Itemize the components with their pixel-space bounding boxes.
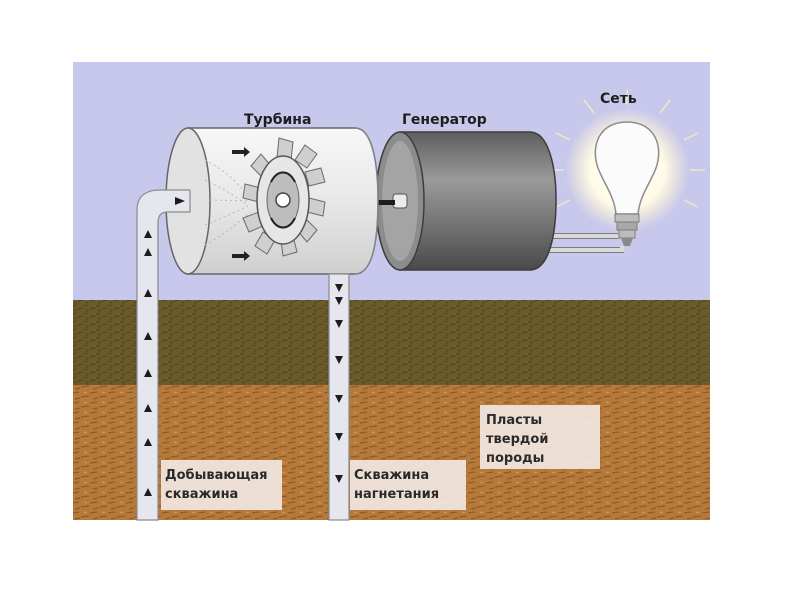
rock-layers-label-box: Пласты твердой породы xyxy=(480,405,600,469)
injection-well-label-box: Скважина нагнетания xyxy=(350,460,466,510)
grid-label: Сеть xyxy=(600,91,637,107)
generator-label: Генератор xyxy=(402,112,487,128)
rock-label-line3: породы xyxy=(486,451,544,466)
injection-well-label-line2: нагнетания xyxy=(354,487,439,502)
generator xyxy=(375,131,557,271)
rock-label-line1: Пласты xyxy=(486,413,542,428)
light-bulb-icon xyxy=(549,90,705,246)
production-well-label-box: Добывающая скважина xyxy=(161,460,282,510)
topsoil-layer xyxy=(73,300,710,385)
flow-arrow-icon xyxy=(335,284,343,483)
turbine-wheel-icon xyxy=(242,137,326,257)
rock-label-line2: твердой xyxy=(486,432,548,447)
turbine-label: Турбина xyxy=(244,112,311,128)
injection-well-label-line1: Скважина xyxy=(354,468,429,483)
flow-arrow-icon xyxy=(144,197,185,496)
production-well-pipe xyxy=(136,189,191,521)
production-well-label-line2: скважина xyxy=(165,487,238,502)
power-wires xyxy=(548,233,625,253)
production-well-label-line1: Добывающая xyxy=(165,468,267,483)
